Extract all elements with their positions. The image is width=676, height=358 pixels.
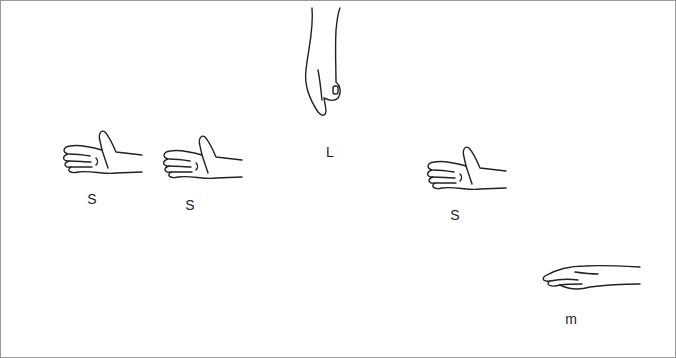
hand-shape-s [428, 147, 506, 189]
hand-shape-l [306, 8, 341, 115]
hand-shape-s [164, 136, 242, 178]
hand-label: S [185, 198, 194, 212]
hand-label: S [87, 192, 96, 206]
hand-shape-s [64, 131, 142, 173]
hand-shape-m [543, 266, 640, 289]
hand-label: S [450, 208, 459, 222]
hand-label: L [326, 145, 334, 159]
hand-label: m [565, 312, 577, 326]
